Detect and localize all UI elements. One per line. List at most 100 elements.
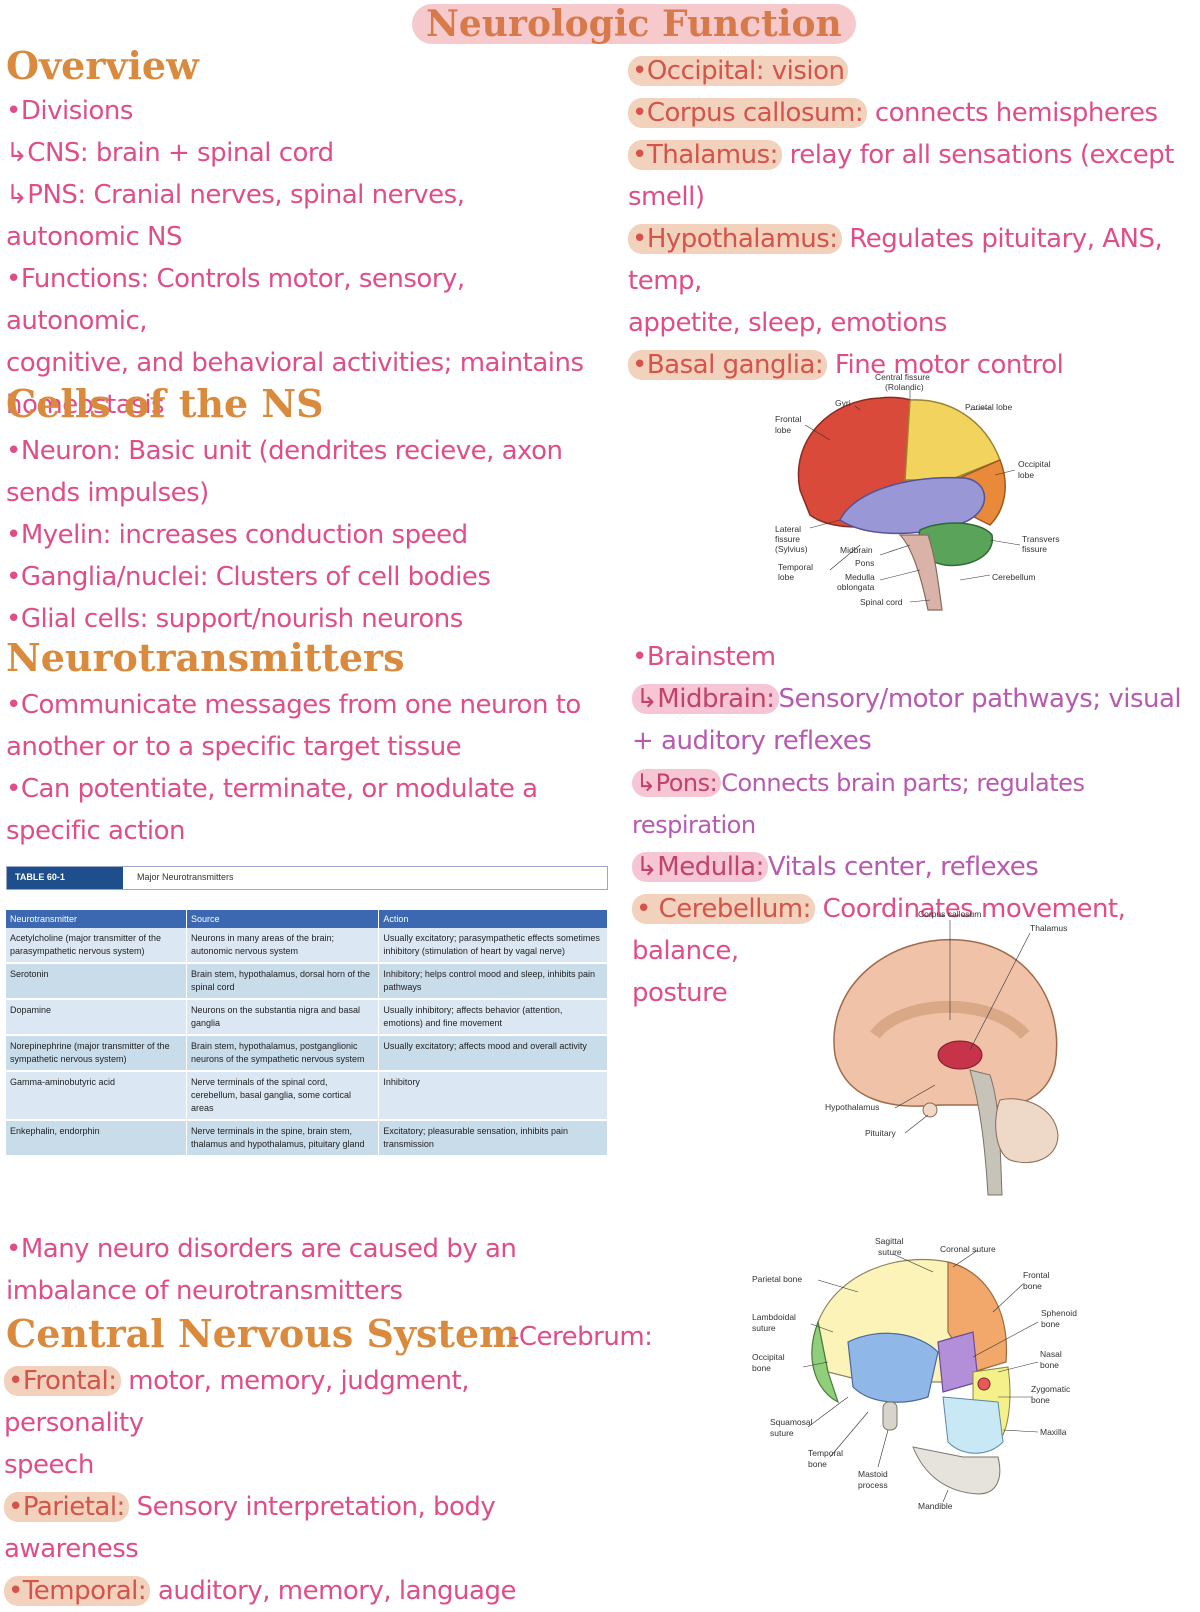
table-cell: Brain stem, hypothalamus, postganglionic… [186,1035,380,1072]
table-caption: TABLE 60-1 Major Neurotransmitters [6,866,608,890]
temporal-term: •Temporal: [4,1576,151,1606]
label-sylvius: (Sylvius) [775,544,808,554]
note-line: •Communicate messages from one neuron to [6,690,581,720]
medulla-term: ↳Medulla: [632,852,768,882]
note-line: another or to a specific target tissue [6,732,462,762]
note-line: • Cerebellum: Coordinates movement, bala… [632,888,1200,972]
note-line: sends impulses) [6,478,209,508]
overview-heading: Overview [6,43,199,88]
nt-heading: Neurotransmitters [6,635,405,680]
label-sphenoid: Sphenoid [1041,1308,1077,1318]
note-line: •Brainstem [632,642,776,672]
pons-term: ↳Pons: [632,769,722,797]
table-cell: Inhibitory [378,1071,608,1121]
label-temporal-bone: bone [808,1459,827,1469]
label-maxilla: Maxilla [1040,1427,1067,1437]
table-cell: Serotonin [6,963,187,1000]
label-occipital-lobe: lobe [1018,470,1034,480]
table-cell: Norepinephrine (major transmitter of the… [6,1035,187,1072]
brainstem-notes: •Brainstem ↳Midbrain:Sensory/motor pathw… [632,636,1200,1014]
note-line: posture [632,978,728,1008]
note-line: ↳CNS: brain + spinal cord [6,138,334,168]
label-occipital: Occipital [752,1352,785,1362]
note-line: •Myelin: increases conduction speed [6,520,468,550]
label-spinal-cord: Spinal cord [860,597,903,607]
lobe-notes: •Frontal: motor, memory, judgment, perso… [4,1360,604,1612]
table-cell: Usually excitatory; parasympathetic effe… [378,928,608,964]
table-header: Source [186,910,380,928]
label-lambdoidal-suture: suture [752,1323,776,1333]
label-cerebellum: Cerebellum [992,572,1035,582]
note-line: •Divisions [6,96,133,126]
label-sagittal-suture: suture [878,1247,902,1257]
table-cell: Nerve terminals in the spine, brain stem… [186,1120,380,1157]
table-row: Dopamine Neurons on the substantia nigra… [6,999,608,1036]
pons-def: Connects brain parts; regulates respirat… [632,769,1085,839]
label-temporal-lobe: lobe [778,572,794,582]
label-sphenoid-bone: bone [1041,1319,1060,1329]
note-line: homeostasis [6,390,165,420]
note-line: speech [4,1450,94,1480]
table-cell: Enkephalin, endorphin [6,1120,187,1157]
thalamus-def: relay for all sensations (except [789,140,1175,170]
hypothalamus-term: •Hypothalamus: [628,224,842,254]
cerebellum-term: • Cerebellum: [632,894,815,924]
label-mandible: Mandible [918,1501,953,1511]
note-line: autonomic NS [6,222,182,252]
note-line: appetite, sleep, emotions [628,308,947,338]
note-line: •Temporal: auditory, memory, language [4,1570,604,1612]
note-line: ↳Pons:Connects brain parts; regulates re… [632,762,1200,846]
label-gyri: Gyri [835,398,851,408]
label-frontal-lobe: lobe [775,425,791,435]
brain-sagittal-figure: Corpus callosum Thalamus Hypothalamus Pi… [825,909,1067,1196]
label-nasal-bone: bone [1040,1360,1059,1370]
page-title: Neurologic Function [412,4,856,44]
temporal-def: auditory, memory, language [157,1576,517,1606]
parietal-term: •Parietal: [4,1492,129,1522]
note-line: •Corpus callosum: connects hemispheres [628,92,1198,134]
note-line: •Thalamus: relay for all sensations (exc… [628,134,1198,176]
label-parietal: Parietal lobe [965,402,1013,412]
overview-notes: •Divisions ↳CNS: brain + spinal cord ↳PN… [6,90,606,426]
table-cell: Acetylcholine (major transmitter of the … [6,928,187,964]
neurotransmitter-table: TABLE 60-1 Major Neurotransmitters Neuro… [6,866,608,1157]
label-occipital-bone: bone [752,1363,771,1373]
brain-lateral-figure: Central fissure (Rolandic) Gyri Frontal … [775,372,1060,611]
table-cell: Neurons on the substantia nigra and basa… [186,999,380,1036]
note-line: cognitive, and behavioral activities; ma… [6,348,584,378]
nt-notes: •Communicate messages from one neuron to… [6,684,606,852]
label-mastoid-process: process [858,1480,888,1490]
table-cell: Usually excitatory; affects mood and ove… [378,1035,608,1072]
label-frontal-bone: bone [1023,1281,1042,1291]
midbrain-def: Sensory/motor pathways; visual [778,684,1182,714]
note-line: •Frontal: motor, memory, judgment, perso… [4,1360,604,1444]
label-zygomatic: Zygomatic [1031,1384,1071,1394]
label-transverse-fissure: fissure [1022,544,1047,554]
table-body: Neurotransmitter Source Action Acetylcho… [6,910,608,1157]
label-oblongata: oblongata [837,582,875,592]
label-temporal: Temporal [808,1448,843,1458]
medulla-def: Vitals center, reflexes [767,852,1039,882]
table-name: Major Neurotransmitters [137,872,234,882]
table-cell: Nerve terminals of the spinal cord, cere… [186,1071,380,1121]
note-line: + auditory reflexes [632,726,872,756]
note-line: imbalance of neurotransmitters [6,1276,403,1306]
note-line: ↳PNS: Cranial nerves, spinal nerves, [6,180,465,210]
table-cell: Dopamine [6,999,187,1036]
table-row: Serotonin Brain stem, hypothalamus, dors… [6,963,608,1000]
table-cell: Brain stem, hypothalamus, dorsal horn of… [186,963,380,1000]
cells-heading: Cells of the NS [6,381,324,426]
label-midbrain: Midbrain [840,545,873,555]
table-cell: Gamma-aminobutyric acid [6,1071,187,1121]
table-header: Neurotransmitter [6,910,187,928]
frontal-def: motor, memory, judgment, personality [4,1366,469,1438]
basal-ganglia-term: •Basal ganglia: [628,350,828,380]
label-occipital: Occipital [1018,459,1051,469]
note-line: smell) [628,182,705,212]
table-cell: Excitatory; pleasurable sensation, inhib… [378,1120,608,1157]
label-frontal: Frontal [1023,1270,1050,1280]
label-parietal-bone: Parietal bone [752,1274,802,1284]
note-line: •Hypothalamus: Regulates pituitary, ANS,… [628,218,1198,302]
note-line: •Ganglia/nuclei: Clusters of cell bodies [6,562,491,592]
cells-notes: •Neuron: Basic unit (dendrites recieve, … [6,430,606,640]
